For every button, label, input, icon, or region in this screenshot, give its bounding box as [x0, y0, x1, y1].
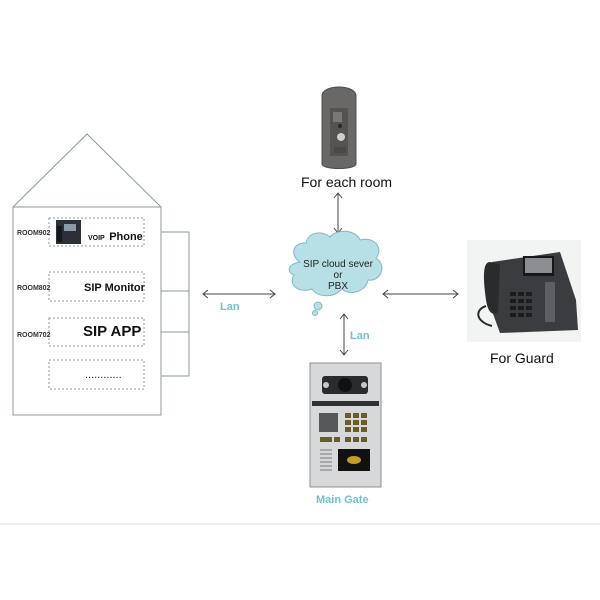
arrow-cloud-guard: [382, 289, 459, 299]
room-label-802: ROOM802: [17, 285, 51, 292]
room-box-more: [48, 359, 145, 390]
house-roof: [12, 133, 162, 208]
cloud-line-3: PBX: [327, 281, 348, 292]
cloud-shape: [288, 230, 383, 316]
voip-prefix: VOIP: [88, 235, 105, 242]
lan-label-bottom: Lan: [350, 330, 370, 342]
arrow-house-cloud: [202, 289, 276, 299]
arrow-cloud-gate: [339, 313, 349, 356]
sip-monitor-label: SIP Monitor: [84, 282, 145, 294]
bus-line: [161, 231, 190, 377]
voip-device: Phone: [109, 231, 143, 243]
cloud-line-1: SIP cloud sever: [303, 259, 373, 270]
room-label-902: ROOM902: [17, 230, 51, 237]
voip-phone-thumbnail: [56, 220, 81, 244]
house-body: [12, 206, 162, 416]
room-box-sip-app: [48, 317, 145, 347]
room-label-702: ROOM702: [17, 332, 51, 339]
main-gate-caption: Main Gate: [316, 494, 369, 506]
door-station-image: [321, 86, 357, 169]
lan-label-left: Lan: [220, 301, 240, 313]
guard-phone-caption: For Guard: [490, 350, 554, 366]
room-box-sip-monitor: [48, 271, 145, 302]
guard-phone-image: [467, 240, 581, 342]
cloud-label: SIP cloud sever or PBX: [295, 259, 381, 292]
room-box-voip-phone: [48, 217, 145, 247]
more-rooms-label: ............: [85, 369, 122, 381]
cloud-line-2: or: [333, 270, 343, 281]
main-gate-image: [309, 362, 382, 488]
sip-app-label: SIP APP: [83, 323, 142, 340]
voip-phone-label: VOIP Phone: [88, 227, 143, 245]
arrow-door-cloud: [333, 192, 343, 234]
door-station-caption: For each room: [301, 174, 393, 190]
